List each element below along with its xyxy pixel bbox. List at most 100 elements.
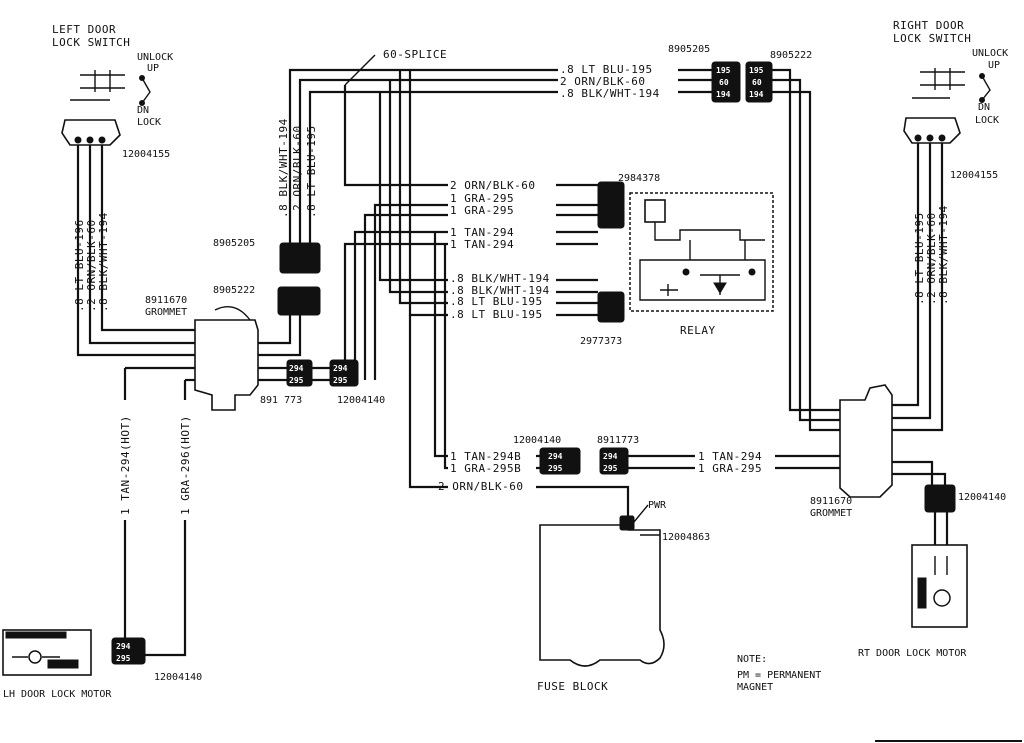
left-switch-unlock: UNLOCK — [137, 52, 173, 63]
relay-connector-bottom-label: 2977373 — [580, 336, 622, 347]
relay-connector-top-label: 2984378 — [618, 173, 660, 184]
left-switch-title-2: LOCK SWITCH — [52, 36, 130, 49]
right-switch-title-2: LOCK SWITCH — [893, 32, 971, 45]
wire-label: 2 ORN/BLK-60 — [438, 480, 523, 493]
wire-label: .8 LT BLU-195 — [450, 295, 543, 308]
wire-label: .8 BLK/WHT-194 — [277, 118, 290, 218]
wire-label: .8 LT BLU-195 — [450, 308, 543, 321]
fuse-block-label: FUSE BLOCK — [537, 680, 608, 693]
pin-label: 60 — [719, 78, 729, 87]
center-connectors: 12004140 8911773 294 295 294 295 — [513, 435, 639, 475]
fuse-part-label: 12004863 — [662, 532, 710, 543]
connector-12004140-left — [329, 359, 359, 387]
top-connectors: 8905205 8905222 195 60 194 195 60 194 — [668, 44, 812, 103]
pin-label: 294 — [289, 364, 304, 373]
vertical-wire-labels-center-left: .8 BLK/WHT-194 .2 ORN/BLK-60 .8 LT BLU-1… — [277, 118, 318, 218]
connector-12004140-left-label: 12004140 — [337, 395, 385, 406]
right-switch-lock: LOCK — [975, 115, 999, 126]
connector-8911773-mid — [599, 447, 629, 475]
left-lower-connectors: 294 295 294 295 891 773 12004140 — [260, 359, 385, 406]
note-line-2: PM = PERMANENT — [737, 670, 821, 681]
lh-wire-labels: 1 TAN-294(HOT) 1 GRA-296(HOT) — [116, 400, 192, 520]
connector-8905222-top-label: 8905222 — [770, 50, 812, 61]
fuse-block: PWR 12004863 FUSE BLOCK — [537, 500, 710, 693]
wire-label: 1 TAN-294 — [698, 450, 762, 463]
connector-12004140-mid-label: 12004140 — [513, 435, 561, 446]
wire-label: 1 GRA-295 — [450, 204, 514, 217]
pin-label: 195 — [716, 66, 731, 75]
connector-8905205-left-label: 8905205 — [213, 238, 255, 249]
pin-label: 295 — [116, 654, 131, 663]
wire-label: 2 ORN/BLK-60 — [560, 75, 645, 88]
left-door-lock-switch: LEFT DOOR LOCK SWITCH UNLOCK UP DN LOCK … — [52, 23, 173, 160]
wire-label: .8 BLK/WHT-194 — [450, 284, 550, 297]
wire-label: .8 BLK/WHT-194 — [560, 87, 660, 100]
note-line-3: MAGNET — [737, 682, 773, 693]
wire-label: 1 GRA-295B — [450, 462, 521, 475]
wire-label: .8 BLK/WHT-194 — [450, 272, 550, 285]
rt-motor-connector — [924, 484, 956, 513]
right-grommet: 8911670 GROMMET — [810, 384, 893, 519]
pin-label: 194 — [716, 90, 731, 99]
pin-label: 60 — [752, 78, 762, 87]
lh-door-lock-motor: 294 295 12004140 LH DOOR LOCK MOTOR — [2, 629, 202, 700]
right-switch-unlock: UNLOCK — [972, 48, 1008, 59]
right-grommet-label: GROMMET — [810, 508, 852, 519]
mid-wire-labels: 1 TAN-294B 1 GRA-295B 2 ORN/BLK-60 1 TAN… — [438, 449, 775, 493]
wire-label: .2 ORN/BLK-60 — [85, 219, 98, 312]
connector-8911773-mid-label: 8911773 — [597, 435, 639, 446]
connector-8905205-top-label: 8905205 — [668, 44, 710, 55]
relay-label: RELAY — [680, 324, 716, 337]
pin-label: 295 — [548, 464, 563, 473]
lh-motor-connector — [111, 637, 146, 665]
relay: RELAY — [629, 192, 774, 337]
wire-label: 1 GRA-295 — [698, 462, 762, 475]
left-switch-title-1: LEFT DOOR — [52, 23, 116, 36]
pin-label: 295 — [289, 376, 304, 385]
left-grommet-part: 8911670 — [145, 295, 187, 306]
wire-label: 1 TAN-294B — [450, 450, 521, 463]
relay-connector-bottom — [597, 291, 625, 323]
left-switch-dn: DN — [137, 105, 149, 116]
pin-label: 295 — [333, 376, 348, 385]
left-switch-lock: LOCK — [137, 117, 161, 128]
wire-label: 1 GRA-295 — [450, 192, 514, 205]
wire-label: .2 ORN/BLK-60 — [291, 125, 304, 218]
vertical-wire-labels-left: .8 LT BLU-196 .2 ORN/BLK-60 .8 BLK/WHT-1… — [73, 212, 110, 312]
splice-label: 60-SPLICE — [383, 48, 447, 61]
fuse-pwr-terminal — [619, 515, 635, 531]
pin-label: 295 — [603, 464, 618, 473]
fuse-pwr-label: PWR — [648, 500, 667, 511]
relay-connectors: 2984378 2977373 — [580, 173, 660, 347]
rt-motor-connector-label: 12004140 — [958, 492, 1006, 503]
right-switch-title-1: RIGHT DOOR — [893, 19, 964, 32]
wire-label: .8 LT BLU-195 — [560, 63, 653, 76]
relay-connector-top — [597, 181, 625, 229]
wire-label: 1 GRA-296(HOT) — [179, 415, 192, 515]
right-switch-up: UP — [988, 60, 1000, 71]
wire-label: .8 LT BLU-196 — [73, 219, 86, 312]
right-switch-body-icon — [903, 68, 991, 144]
vertical-wire-labels-right: .8 LT BLU-195 .2 ORN/BLK-60 .8 BLK/WHT-1… — [913, 205, 950, 305]
right-door-lock-switch: RIGHT DOOR LOCK SWITCH UNLOCK UP DN LOCK… — [893, 19, 1008, 181]
note-line-1: NOTE: — [737, 654, 767, 665]
wire-label: 1 TAN-294 — [450, 238, 514, 251]
wire-label: .8 LT BLU-195 — [305, 125, 318, 218]
connector-8905222-left — [277, 286, 321, 316]
left-grommet-label: GROMMET — [145, 307, 187, 318]
wire-label: .8 BLK/WHT-194 — [97, 212, 110, 312]
connector-8905205-left — [279, 242, 321, 274]
pin-label: 194 — [749, 90, 764, 99]
top-wire-labels: .8 LT BLU-195 2 ORN/BLK-60 .8 BLK/WHT-19… — [383, 48, 678, 100]
wire-label: .8 BLK/WHT-194 — [937, 205, 950, 305]
wire-label: .2 ORN/BLK-60 — [925, 212, 938, 305]
wire-label: 2 ORN/BLK-60 — [450, 179, 535, 192]
wire-label: 1 TAN-294 — [450, 226, 514, 239]
left-grommet: 8911670 GROMMET — [145, 295, 259, 411]
rt-door-lock-motor: 12004140 RT DOOR LOCK MOTOR — [858, 484, 1006, 659]
rt-motor-label: RT DOOR LOCK MOTOR — [858, 648, 967, 659]
pin-label: 294 — [603, 452, 618, 461]
wire-label: .8 LT BLU-195 — [913, 212, 926, 305]
pin-label: 294 — [548, 452, 563, 461]
